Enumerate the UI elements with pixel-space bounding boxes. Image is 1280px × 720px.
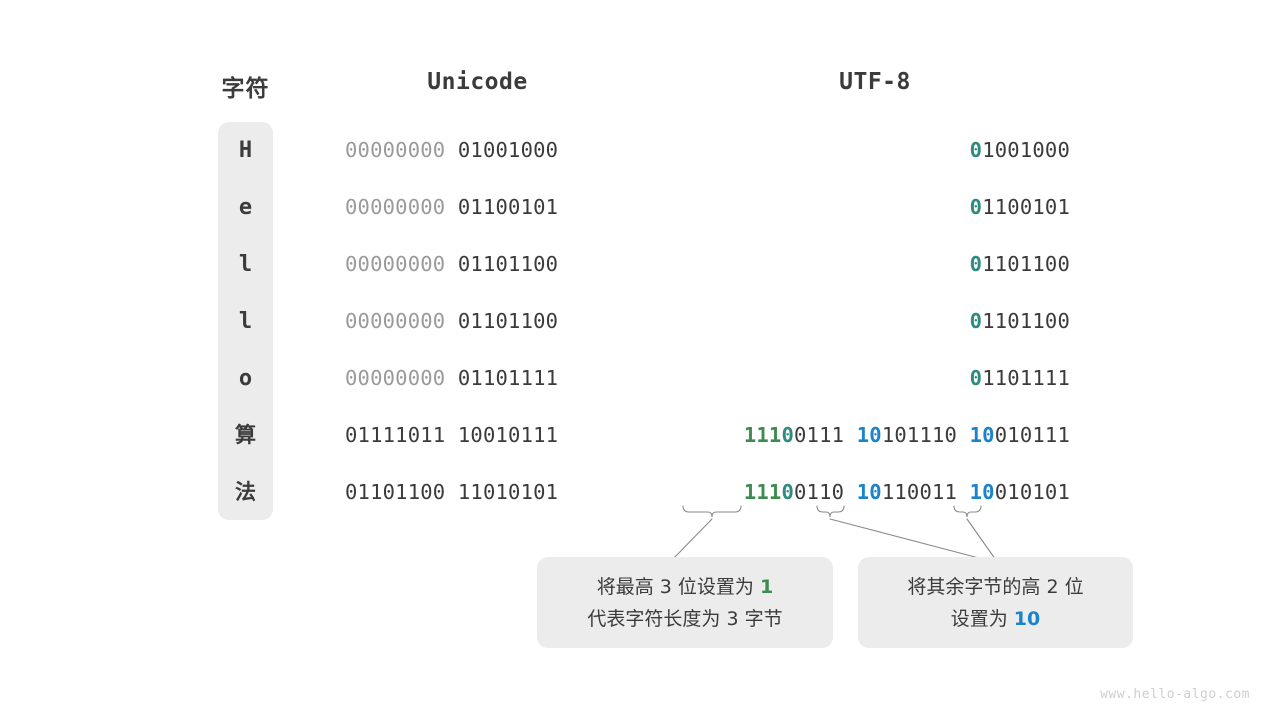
unicode-high-byte: 00000000 [345, 138, 446, 162]
row-utf8-bits: 01001000 [600, 122, 1070, 179]
utf8-continuation-marker-bits: 10 [856, 423, 882, 447]
utf8-payload-bits: 1101111 [982, 366, 1070, 390]
row-unicode-bits: 00000000 01101100 [345, 293, 610, 350]
utf8-payload-bits: 1001000 [982, 138, 1070, 162]
utf8-length-marker-bits: 111 [743, 480, 782, 504]
utf8-payload-bits: 1101100 [982, 309, 1070, 333]
row-unicode-bits: 01111011 10010111 [345, 407, 610, 464]
table-row: o 00000000 01101111 01101111 [0, 350, 1280, 407]
callout-continuation-bits: 将其余字节的高 2 位 设置为 10 [858, 557, 1133, 648]
character-column-chip [218, 122, 273, 520]
table-row: l 00000000 01101100 01101100 [0, 236, 1280, 293]
utf8-lead-bit: 0 [969, 366, 983, 390]
row-unicode-bits: 00000000 01100101 [345, 179, 610, 236]
table-row: 算 01111011 10010111 11100111 10101110 10… [0, 407, 1280, 464]
utf8-length-terminator-bit: 0 [781, 480, 795, 504]
watermark: www.hello-algo.com [1100, 687, 1250, 702]
row-utf8-bits: 01100101 [600, 179, 1070, 236]
unicode-high-byte: 00000000 [345, 309, 446, 333]
row-character: 法 [235, 480, 256, 504]
utf8-lead-bit: 0 [969, 309, 983, 333]
callout-text: 设置为 [950, 607, 1014, 630]
utf8-byte3-payload: 010101 [994, 480, 1070, 504]
row-utf8-bits: 01101100 [600, 293, 1070, 350]
callout-text: 将最高 3 位设置为 [596, 575, 760, 598]
row-character: H [238, 138, 253, 163]
utf8-length-terminator-bit: 0 [781, 423, 795, 447]
leader-line-1 [671, 518, 713, 561]
table-row: 法 01101100 11010101 11100110 10110011 10… [0, 464, 1280, 521]
row-character: o [238, 366, 253, 391]
column-header-character: 字符 [221, 76, 270, 102]
row-unicode-bits: 01101100 11010101 [345, 464, 610, 521]
column-header-utf8: UTF-8 [839, 69, 911, 95]
row-character: e [238, 195, 253, 220]
utf8-continuation-marker-bits: 10 [969, 480, 995, 504]
unicode-low-byte: 01101111 [445, 366, 559, 390]
utf8-byte3-payload: 010111 [994, 423, 1070, 447]
utf8-byte2-payload: 101110 [881, 423, 958, 447]
unicode-low-byte: 01111011 10010111 [345, 423, 559, 447]
utf8-lead-bit: 0 [969, 138, 983, 162]
row-unicode-bits: 00000000 01001000 [345, 122, 610, 179]
unicode-high-byte: 00000000 [345, 252, 446, 276]
row-character: 算 [235, 423, 256, 447]
utf8-continuation-marker-bits: 10 [969, 423, 995, 447]
row-utf8-bits: 11100111 10101110 10010111 [600, 407, 1070, 464]
table-row: H 00000000 01001000 01001000 [0, 122, 1280, 179]
callout-highlight: 1 [759, 575, 774, 598]
row-unicode-bits: 00000000 01101111 [345, 350, 610, 407]
unicode-high-byte: 00000000 [345, 366, 446, 390]
unicode-low-byte: 01001000 [445, 138, 559, 162]
row-character: l [238, 252, 253, 277]
utf8-payload-bits: 1101100 [982, 252, 1070, 276]
utf8-length-marker-bits: 111 [743, 423, 782, 447]
column-header-unicode: Unicode [427, 69, 528, 95]
callout-line: 代表字符长度为 3 字节 [587, 607, 783, 630]
callout-line: 设置为 10 [951, 603, 1041, 635]
callout-leading-bits: 将最高 3 位设置为 1 代表字符长度为 3 字节 [537, 557, 833, 648]
utf8-lead-bit: 0 [969, 252, 983, 276]
row-utf8-bits: 01101111 [600, 350, 1070, 407]
utf8-byte2-payload: 110011 [881, 480, 958, 504]
utf8-byte1-payload: 0110 [794, 480, 845, 504]
unicode-high-byte: 00000000 [345, 195, 446, 219]
table-row: e 00000000 01100101 01100101 [0, 179, 1280, 236]
unicode-low-byte: 01101100 11010101 [345, 480, 559, 504]
unicode-low-byte: 01100101 [445, 195, 559, 219]
callout-line: 将其余字节的高 2 位 [907, 575, 1084, 598]
table-row: l 00000000 01101100 01101100 [0, 293, 1280, 350]
callout-line: 将最高 3 位设置为 1 [597, 571, 773, 603]
callout-highlight: 10 [1013, 607, 1041, 630]
utf8-continuation-marker-bits: 10 [856, 480, 882, 504]
row-unicode-bits: 00000000 01101100 [345, 236, 610, 293]
unicode-low-byte: 01101100 [445, 309, 559, 333]
row-character: l [238, 309, 253, 334]
row-utf8-bits: 11100110 10110011 10010101 [600, 464, 1070, 521]
utf8-lead-bit: 0 [969, 195, 983, 219]
utf8-payload-bits: 1100101 [982, 195, 1070, 219]
utf8-byte1-payload: 0111 [794, 423, 845, 447]
row-utf8-bits: 01101100 [600, 236, 1070, 293]
unicode-low-byte: 01101100 [445, 252, 559, 276]
